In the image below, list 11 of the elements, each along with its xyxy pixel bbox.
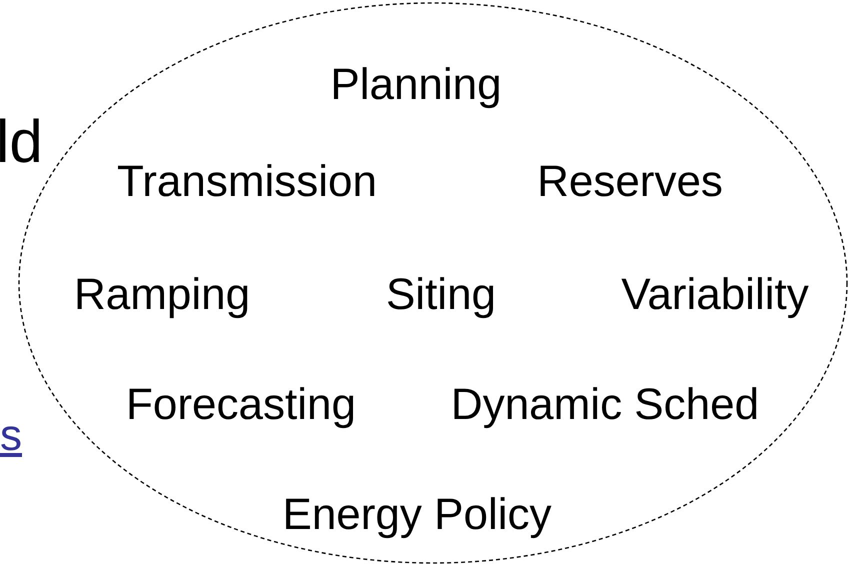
partial-link: s <box>0 414 22 458</box>
topic-label: Transmission <box>117 160 377 204</box>
topic-label: Variability <box>621 273 809 317</box>
topic-label: Siting <box>386 273 496 317</box>
topic-label: Planning <box>330 63 502 107</box>
topic-label: Forecasting <box>126 383 356 427</box>
topic-label: Reserves <box>537 160 723 204</box>
topic-label: Dynamic Sched <box>450 383 760 427</box>
topic-label: Ramping <box>74 273 250 317</box>
partial-text: ld <box>0 112 43 172</box>
topic-label: Energy Policy <box>282 493 552 537</box>
